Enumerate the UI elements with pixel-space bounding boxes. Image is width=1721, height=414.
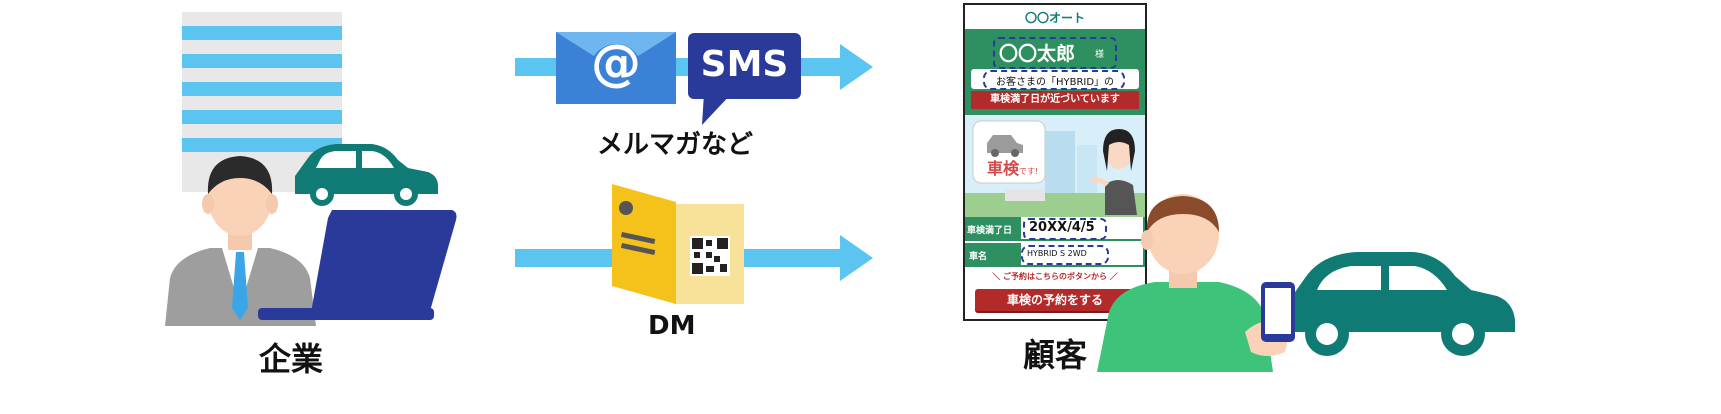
sms-bubble-icon	[688, 33, 803, 125]
qr-code-icon	[690, 236, 730, 276]
notice-illustration	[965, 115, 1145, 217]
model-label: 車名	[969, 252, 988, 262]
customer-name: 〇〇太郎	[999, 43, 1076, 65]
sms-label: SMS	[700, 44, 789, 85]
phone-screen: 〇〇オート 〇〇太郎 様 お客さまの「HYBRID」の 車検満了日が近づいていま…	[963, 3, 1147, 321]
honorific: 様	[1095, 50, 1105, 60]
model-value: HYBRID S 2WD	[1027, 249, 1087, 258]
expiry-value-highlight	[1023, 218, 1107, 240]
inspection-stamp-text: 車検	[987, 159, 1020, 178]
customer-illustration	[1095, 192, 1521, 372]
company-label: 企業	[259, 340, 324, 378]
car-line-highlight	[983, 70, 1125, 90]
inspection-stamp: 車検です!	[987, 155, 1038, 179]
customer-person-icon	[1097, 194, 1291, 372]
car-line-box	[971, 69, 1139, 89]
dm-label: DM	[648, 311, 696, 341]
cta-hint: ＼ ご予約はこちらのボタンから ／	[992, 272, 1118, 281]
businessman-icon	[165, 156, 316, 326]
laptop-icon	[258, 210, 457, 320]
office-building-icon	[182, 12, 342, 192]
car-line: お客さまの「HYBRID」の	[995, 77, 1115, 88]
email-envelope-icon	[556, 32, 676, 104]
car-icon	[295, 144, 438, 206]
brand-name: 〇〇オート	[1024, 11, 1085, 25]
mail-caption: メルマガなど	[597, 130, 754, 160]
expiry-value: 20XX/4/5	[1029, 220, 1095, 235]
car-icon	[1281, 252, 1515, 356]
expiry-value-box	[1021, 217, 1143, 239]
direct-mail-card-icon	[610, 180, 748, 306]
model-value-box	[1021, 243, 1143, 265]
expiry-label: 車検満了日	[967, 226, 1013, 236]
expiry-banner: 車検満了日が近づいています	[971, 91, 1139, 109]
company-illustration	[160, 8, 460, 326]
reserve-inspection-button[interactable]: 車検の予約をする	[975, 289, 1135, 311]
customer-name-box	[993, 37, 1117, 69]
model-value-highlight	[1021, 245, 1109, 265]
customer-label: 顧客	[1023, 336, 1088, 374]
at-sign-icon: @	[591, 34, 641, 92]
smartphone-icon	[1261, 282, 1295, 342]
inspection-stamp-suffix: です!	[1019, 167, 1039, 176]
